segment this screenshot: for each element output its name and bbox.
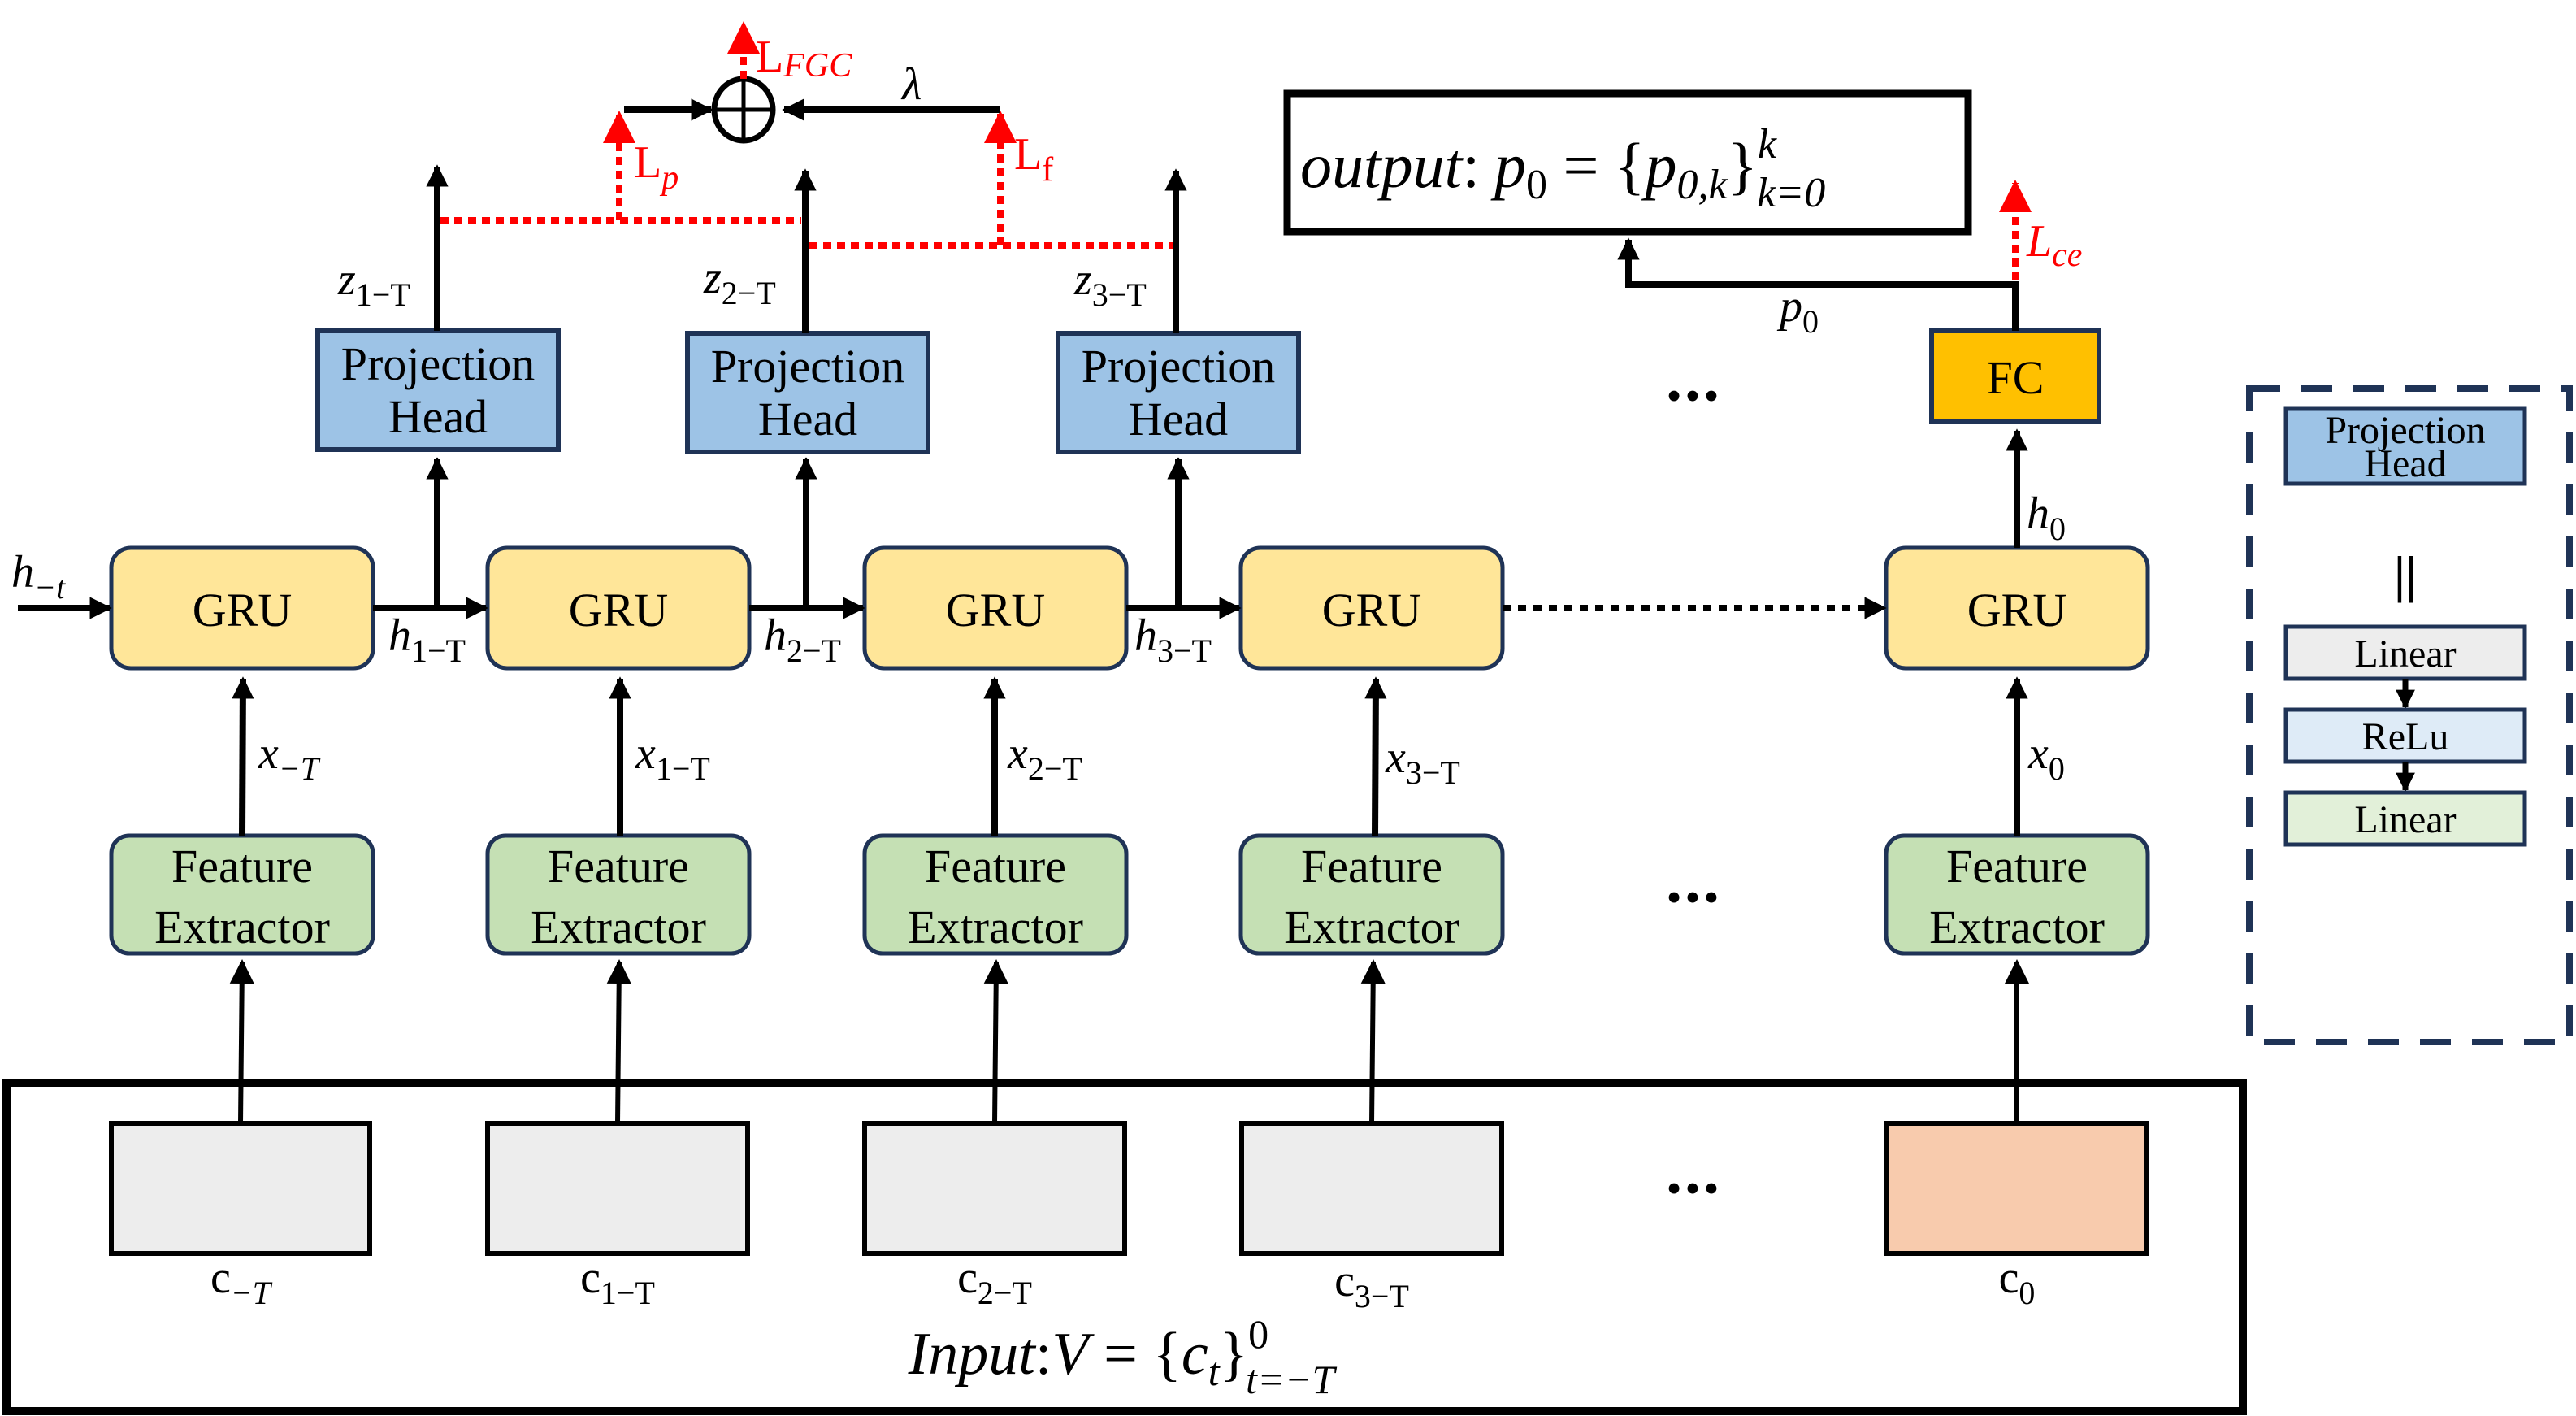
- hidden-to-head-arrows: [426, 428, 2028, 608]
- svg-text:GRU: GRU: [946, 584, 1045, 636]
- h-label-3: h3−T: [1134, 610, 1212, 669]
- loss-f-label: Lf: [1014, 129, 1053, 189]
- input-container: [2, 1079, 2247, 1415]
- legend-relu-box: [2283, 707, 2527, 764]
- feature-extractor-3: Feature Extractor: [1238, 833, 1505, 956]
- loss-connectors: [440, 111, 1173, 249]
- x-label-3: x3−T: [1385, 732, 1460, 791]
- svg-text:Projection: Projection: [711, 340, 904, 393]
- fe-ellipsis: •••: [1667, 873, 1723, 922]
- clip-box-3: [1239, 1121, 1504, 1256]
- legend-equals: ||: [2394, 545, 2417, 603]
- sum-node: [624, 21, 1000, 144]
- x-label-2: x2−T: [1007, 728, 1082, 787]
- svg-text:Head: Head: [388, 390, 488, 443]
- legend-linear-1-box: [2283, 624, 2527, 681]
- projection-head-legend: Projection Head || Linear ReLu Linear: [2246, 385, 2573, 1045]
- clip-label-3: c3−T: [1334, 1256, 1409, 1314]
- head-output-arrows: [426, 164, 1187, 333]
- svg-text:GRU: GRU: [193, 584, 292, 636]
- h-label-initial: h−t: [11, 547, 66, 606]
- svg-text:Feature: Feature: [548, 840, 689, 893]
- svg-text:Projection: Projection: [341, 337, 535, 390]
- p0-label: p0: [1776, 281, 1819, 340]
- gru-2: GRU: [862, 545, 1129, 671]
- z-label-1: z2−T: [703, 253, 776, 311]
- feature-extractor-current: Feature Extractor: [1884, 833, 2150, 956]
- svg-text:Linear: Linear: [2354, 798, 2456, 841]
- h-label-2: h2−T: [764, 610, 841, 669]
- clip-ellipsis: •••: [1667, 1164, 1723, 1213]
- svg-text:Head: Head: [2364, 442, 2446, 485]
- gru-0: GRU: [109, 545, 375, 671]
- projection-head-1: Projection Head: [685, 331, 930, 454]
- gru-1: GRU: [485, 545, 752, 671]
- svg-text:ReLu: ReLu: [2362, 715, 2449, 758]
- svg-text:GRU: GRU: [1322, 584, 1421, 636]
- x-label-1: x1−T: [635, 728, 710, 787]
- z-label-2: z3−T: [1073, 254, 1147, 313]
- fc-to-output-arrow: [1617, 237, 2019, 331]
- clip-label-0: c−T: [210, 1253, 273, 1311]
- h-label-current: h0: [2027, 489, 2066, 547]
- clip-label-1: c1−T: [580, 1253, 655, 1311]
- clip-box-current: [1884, 1121, 2149, 1256]
- lambda-label: λ: [900, 59, 922, 110]
- feature-extractor-2: Feature Extractor: [862, 833, 1129, 956]
- legend-projection-head: [2283, 406, 2527, 486]
- svg-text:FC: FC: [1987, 351, 2045, 404]
- svg-text:Head: Head: [758, 393, 857, 445]
- loss-fgc-label: LFGC: [756, 32, 852, 85]
- feature-extractor-1: Feature Extractor: [485, 833, 752, 956]
- fe-to-gru-arrows: [232, 676, 2028, 836]
- svg-text:Feature: Feature: [925, 840, 1066, 893]
- svg-text:Feature: Feature: [171, 840, 313, 893]
- svg-text:Extractor: Extractor: [908, 901, 1083, 953]
- legend-linear-2-box: [2283, 790, 2527, 847]
- svg-text:GRU: GRU: [1967, 584, 2066, 636]
- svg-text:Projection: Projection: [2325, 409, 2485, 452]
- fc-layer: FC: [1929, 328, 2101, 424]
- head-ellipsis: •••: [1667, 371, 1723, 420]
- clip-box-0: [109, 1121, 372, 1256]
- loss-p-label: Lp: [634, 137, 679, 197]
- clip-label-2: c2−T: [957, 1253, 1032, 1311]
- x-label-0: x−T: [258, 728, 321, 787]
- clip-box-2: [862, 1121, 1127, 1256]
- gru-3: GRU: [1238, 545, 1505, 671]
- svg-text:GRU: GRU: [569, 584, 668, 636]
- feature-extractor-0: Feature Extractor: [109, 833, 375, 956]
- gru-current: GRU: [1884, 545, 2150, 671]
- clip-to-fe-arrows: [229, 959, 2029, 1124]
- x-label-current: x0: [2027, 728, 2065, 787]
- output-box: [1283, 89, 1972, 236]
- svg-text:Extractor: Extractor: [1929, 901, 2105, 953]
- svg-text:Extractor: Extractor: [1284, 901, 1459, 953]
- svg-text:Feature: Feature: [1301, 840, 1442, 893]
- svg-text:Head: Head: [1129, 393, 1228, 445]
- svg-text:Feature: Feature: [1946, 840, 2088, 893]
- svg-text:Extractor: Extractor: [531, 901, 706, 953]
- projection-head-0: Projection Head: [315, 328, 561, 452]
- svg-text:Extractor: Extractor: [154, 901, 330, 953]
- svg-text:Linear: Linear: [2354, 632, 2456, 675]
- clip-label-current: c0: [1999, 1253, 2036, 1311]
- clip-box-1: [485, 1121, 750, 1256]
- projection-head-2: Projection Head: [1056, 331, 1301, 454]
- z-label-0: z1−T: [337, 254, 410, 313]
- h-label-1: h1−T: [388, 610, 466, 669]
- loss-ce-label: Lce: [2026, 216, 2082, 274]
- svg-text:Projection: Projection: [1082, 340, 1275, 393]
